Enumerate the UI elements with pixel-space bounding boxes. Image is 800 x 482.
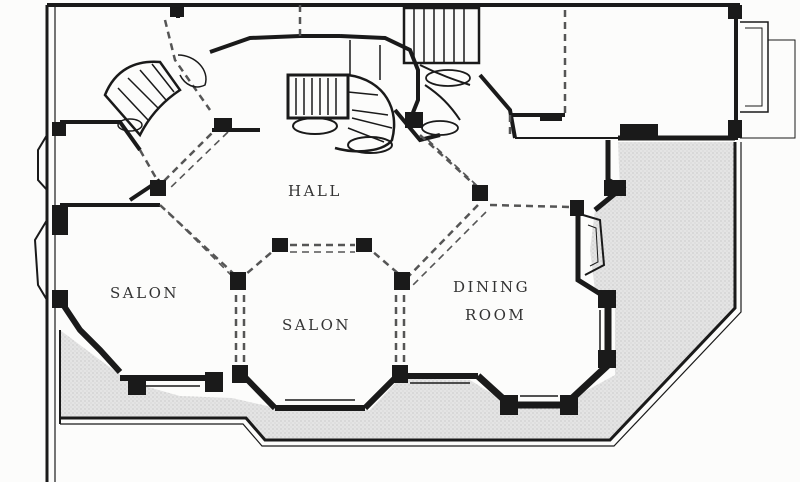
room-label-dining: DINING <box>453 278 530 296</box>
room-label-room: ROOM <box>465 306 526 324</box>
upper-staircase <box>402 6 481 136</box>
salon-partitions <box>167 131 487 287</box>
outer-walls <box>45 3 796 482</box>
room-label-salon-left: SALON <box>110 284 179 302</box>
room-label-salon-center: SALON <box>282 316 351 334</box>
pillars <box>52 5 742 415</box>
room-label-hall: HALL <box>288 182 342 200</box>
left-staircase <box>103 54 207 138</box>
main-staircase <box>286 40 396 154</box>
